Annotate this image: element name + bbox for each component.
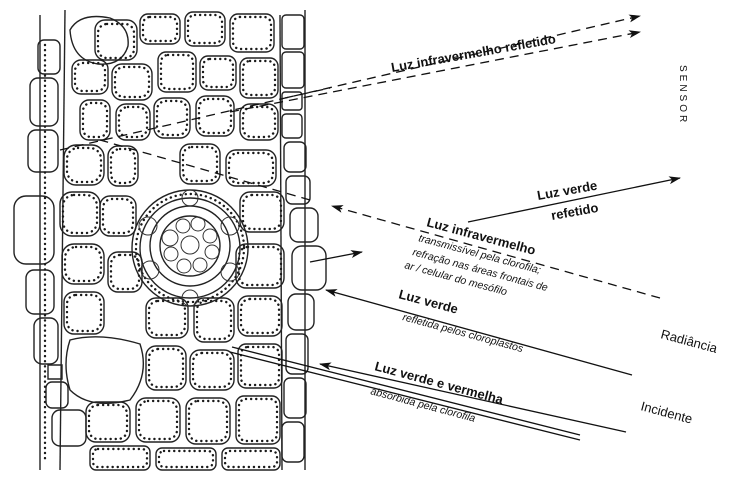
leaf-cross-section	[14, 10, 326, 470]
vascular-bundle	[132, 190, 248, 306]
label-radiance: Radiância	[659, 326, 719, 356]
labels: Luz infravermelho refletido SENSOR Luz v…	[369, 31, 719, 426]
ir-internal	[100, 140, 310, 200]
ir-reflected-arrow-2	[230, 32, 640, 112]
label-sensor: SENSOR	[677, 65, 688, 125]
label-incident: Incidente	[639, 398, 694, 426]
ir-transmitted-arrow	[310, 252, 362, 262]
label-green-reflected-1: Luz verde	[536, 178, 598, 203]
light-rays	[60, 16, 680, 440]
label-green-sub: refletida pelos cloroplastos	[401, 311, 525, 355]
right-epidermis	[280, 10, 326, 470]
mesophyll-cells	[60, 12, 284, 470]
